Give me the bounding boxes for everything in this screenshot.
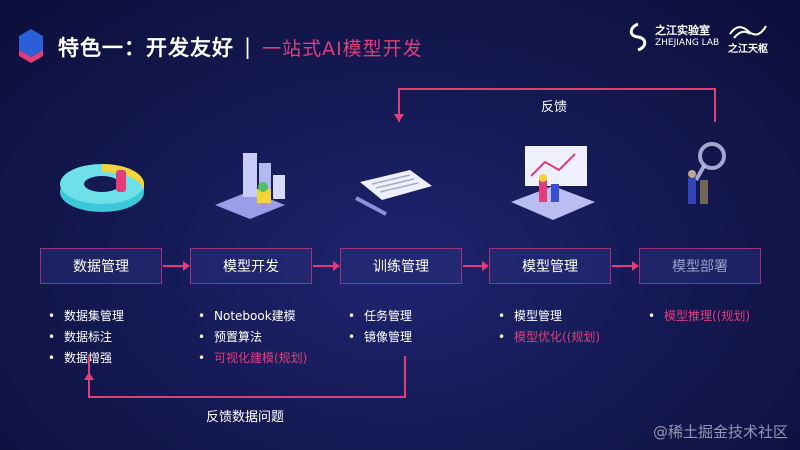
list-item: •模型推理((规划) [648, 309, 751, 323]
model-deployment-list: •模型推理((规划) [648, 306, 750, 327]
lab-cn-name: 之江实验室 [655, 24, 710, 37]
data-management-list: •数据集管理 •数据标注 •数据增强 [48, 306, 124, 369]
model-mgmt-illustration [511, 146, 595, 220]
training-management-list: •任务管理 •镜像管理 [348, 306, 412, 348]
training-paper-illustration [355, 170, 432, 216]
stage-label: 模型开发 [223, 259, 279, 275]
zhejiang-lab-icon [629, 22, 647, 52]
stage-label: 模型管理 [522, 259, 578, 275]
feedback-bottom-label: 反馈数据问题 [206, 410, 285, 425]
stage-label: 数据管理 [73, 259, 129, 275]
list-item: •数据集管理 [48, 309, 125, 323]
title-separator: | [244, 35, 253, 59]
feedback-bottom-arrowhead [84, 372, 94, 380]
model-development-list: •Notebook建模 •预置算法 •可视化建模(规划) [198, 306, 307, 369]
flow-arrow [163, 261, 190, 271]
model-dev-illustration [215, 153, 285, 219]
stage-model-management: 模型管理 [489, 248, 611, 284]
lab-en-name: ZHEJIANG LAB [655, 38, 720, 48]
tianshu-name: 之江天枢 [728, 44, 768, 55]
tianshu-logo: 之江天枢 [728, 22, 768, 55]
feedback-bottom-line [88, 356, 406, 398]
data-ring-illustration [60, 164, 144, 212]
list-item: •任务管理 [348, 309, 413, 323]
logo-hexagon-icon [19, 29, 43, 63]
stage-training-management: 训练管理 [340, 248, 462, 284]
flow-arrow [463, 261, 489, 271]
list-item: •镜像管理 [348, 330, 413, 344]
list-item: •数据标注 [48, 330, 113, 344]
feedback-top-arrowhead [394, 114, 404, 122]
stage-label: 模型部署 [672, 259, 728, 275]
title-main: 特色一：开发友好 [58, 36, 234, 60]
stage-data-management: 数据管理 [40, 248, 162, 284]
flow-arrow [313, 261, 340, 271]
stage-model-deployment: 模型部署 [639, 248, 761, 284]
title-subtitle: 一站式AI模型开发 [262, 37, 423, 60]
list-item: •模型管理 [498, 309, 563, 323]
model-management-list: •模型管理 •模型优化((规划) [498, 306, 600, 348]
feedback-top-label: 反馈 [541, 100, 568, 115]
stage-model-development: 模型开发 [190, 248, 312, 284]
page-title: 特色一：开发友好 | 一站式AI模型开发 [58, 32, 423, 62]
list-item: •预置算法 [198, 330, 263, 344]
list-item: •模型优化((规划) [498, 330, 601, 344]
stage-label: 训练管理 [373, 259, 429, 275]
flow-arrow [612, 261, 639, 271]
feedback-top-line [398, 88, 716, 122]
deploy-magnifier-illustration [688, 142, 726, 204]
watermark: @稀土掘金技术社区 [652, 423, 788, 441]
tianshu-wave-icon [729, 25, 767, 39]
list-item: •Notebook建模 [198, 309, 296, 323]
list-item: •可视化建模(规划) [198, 351, 308, 365]
